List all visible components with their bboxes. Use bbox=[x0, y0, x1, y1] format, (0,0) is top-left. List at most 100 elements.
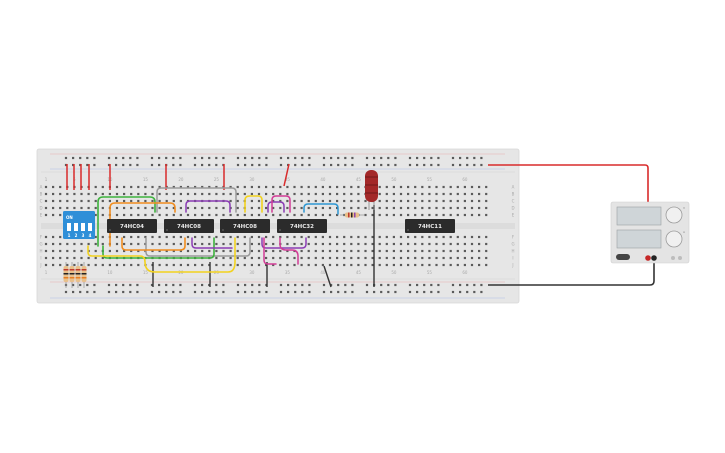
breadboard-hole[interactable] bbox=[371, 249, 374, 253]
breadboard-hole[interactable] bbox=[130, 199, 133, 203]
breadboard-hole[interactable] bbox=[350, 242, 353, 246]
breadboard-hole[interactable] bbox=[87, 199, 90, 203]
breadboard-hole[interactable] bbox=[435, 263, 438, 267]
breadboard-hole[interactable] bbox=[314, 185, 317, 189]
breadboard-hole[interactable] bbox=[172, 199, 175, 203]
breadboard-hole[interactable] bbox=[151, 185, 154, 189]
breadboard-hole[interactable] bbox=[473, 290, 476, 294]
breadboard-hole[interactable] bbox=[421, 256, 424, 260]
breadboard-hole[interactable] bbox=[300, 185, 303, 189]
breadboard-hole[interactable] bbox=[94, 242, 97, 246]
breadboard-hole[interactable] bbox=[222, 249, 225, 253]
breadboard-hole[interactable] bbox=[328, 256, 332, 260]
breadboard-hole[interactable] bbox=[279, 163, 283, 167]
breadboard-hole[interactable] bbox=[59, 185, 62, 189]
breadboard-hole[interactable] bbox=[222, 242, 225, 246]
breadboard-hole[interactable] bbox=[343, 199, 346, 203]
breadboard-hole[interactable] bbox=[73, 249, 76, 253]
breadboard-hole[interactable] bbox=[101, 256, 104, 260]
breadboard-hole[interactable] bbox=[365, 290, 369, 294]
breadboard-hole[interactable] bbox=[165, 156, 168, 160]
breadboard-hole[interactable] bbox=[165, 249, 168, 253]
breadboard-hole[interactable] bbox=[399, 213, 403, 217]
breadboard-hole[interactable] bbox=[470, 199, 474, 203]
breadboard-hole[interactable] bbox=[301, 163, 304, 167]
breadboard-hole[interactable] bbox=[328, 192, 332, 196]
breadboard-hole[interactable] bbox=[236, 256, 239, 260]
breadboard-hole[interactable] bbox=[93, 290, 96, 294]
breadboard-hole[interactable] bbox=[351, 163, 354, 167]
breadboard-hole[interactable] bbox=[137, 235, 140, 239]
wire-yellow-1[interactable] bbox=[87, 237, 236, 273]
breadboard-hole[interactable] bbox=[435, 256, 438, 260]
wire-green-1[interactable] bbox=[97, 196, 156, 247]
breadboard-hole[interactable] bbox=[414, 185, 417, 189]
breadboard-hole[interactable] bbox=[336, 249, 339, 253]
breadboard-hole[interactable] bbox=[201, 192, 204, 196]
breadboard-hole[interactable] bbox=[357, 235, 360, 239]
breadboard-hole[interactable] bbox=[314, 242, 317, 246]
breadboard-hole[interactable] bbox=[435, 199, 438, 203]
breadboard-hole[interactable] bbox=[321, 263, 324, 267]
breadboard-hole[interactable] bbox=[428, 206, 431, 210]
breadboard-hole[interactable] bbox=[480, 283, 483, 287]
breadboard-hole[interactable] bbox=[423, 163, 426, 167]
breadboard-hole[interactable] bbox=[172, 185, 175, 189]
breadboard-hole[interactable] bbox=[151, 235, 154, 239]
breadboard-hole[interactable] bbox=[122, 283, 125, 287]
breadboard-hole[interactable] bbox=[385, 206, 388, 210]
breadboard-hole[interactable] bbox=[437, 283, 440, 287]
breadboard-hole[interactable] bbox=[44, 192, 48, 196]
breadboard-hole[interactable] bbox=[466, 156, 469, 160]
breadboard-hole[interactable] bbox=[421, 249, 424, 253]
breadboard-hole[interactable] bbox=[478, 206, 481, 210]
breadboard-hole[interactable] bbox=[79, 156, 82, 160]
breadboard-hole[interactable] bbox=[279, 199, 282, 203]
breadboard-hole[interactable] bbox=[442, 185, 445, 189]
positive-terminal[interactable] bbox=[645, 255, 651, 261]
breadboard-hole[interactable] bbox=[130, 263, 133, 267]
breadboard-hole[interactable] bbox=[478, 235, 481, 239]
breadboard-hole[interactable] bbox=[208, 192, 211, 196]
breadboard-hole[interactable] bbox=[414, 256, 417, 260]
breadboard-hole[interactable] bbox=[272, 185, 275, 189]
breadboard-hole[interactable] bbox=[442, 235, 445, 239]
breadboard-hole[interactable] bbox=[258, 283, 261, 287]
breadboard-hole[interactable] bbox=[72, 163, 75, 167]
breadboard-hole[interactable] bbox=[250, 213, 253, 217]
breadboard-hole[interactable] bbox=[328, 263, 332, 267]
breadboard-hole[interactable] bbox=[151, 242, 154, 246]
breadboard-hole[interactable] bbox=[470, 235, 474, 239]
breadboard-hole[interactable] bbox=[442, 242, 445, 246]
breadboard-hole[interactable] bbox=[473, 283, 476, 287]
breadboard-hole[interactable] bbox=[179, 199, 182, 203]
breadboard-hole[interactable] bbox=[59, 199, 62, 203]
breadboard-hole[interactable] bbox=[456, 249, 459, 253]
breadboard-hole[interactable] bbox=[337, 163, 340, 167]
breadboard-hole[interactable] bbox=[279, 290, 283, 294]
breadboard-hole[interactable] bbox=[79, 163, 82, 167]
breadboard-hole[interactable] bbox=[399, 256, 403, 260]
breadboard-hole[interactable] bbox=[44, 206, 48, 210]
breadboard-hole[interactable] bbox=[392, 192, 395, 196]
wire-orange-1[interactable] bbox=[109, 202, 176, 247]
breadboard-hole[interactable] bbox=[243, 235, 246, 239]
breadboard-hole[interactable] bbox=[151, 213, 154, 217]
breadboard-hole[interactable] bbox=[179, 192, 182, 196]
dip-toggle-4[interactable] bbox=[88, 223, 92, 231]
breadboard-hole[interactable] bbox=[449, 185, 452, 189]
breadboard-hole[interactable] bbox=[407, 242, 410, 246]
breadboard-hole[interactable] bbox=[407, 249, 410, 253]
breadboard-hole[interactable] bbox=[394, 156, 397, 160]
breadboard-hole[interactable] bbox=[151, 192, 154, 196]
breadboard-hole[interactable] bbox=[463, 235, 466, 239]
wire-gray-2[interactable] bbox=[145, 237, 251, 257]
breadboard-hole[interactable] bbox=[52, 185, 55, 189]
breadboard-hole[interactable] bbox=[87, 242, 90, 246]
breadboard-hole[interactable] bbox=[52, 213, 55, 217]
breadboard-hole[interactable] bbox=[328, 235, 332, 239]
breadboard-hole[interactable] bbox=[314, 263, 317, 267]
breadboard-hole[interactable] bbox=[87, 192, 90, 196]
dip-toggle-2[interactable] bbox=[74, 223, 78, 231]
breadboard-hole[interactable] bbox=[392, 199, 395, 203]
